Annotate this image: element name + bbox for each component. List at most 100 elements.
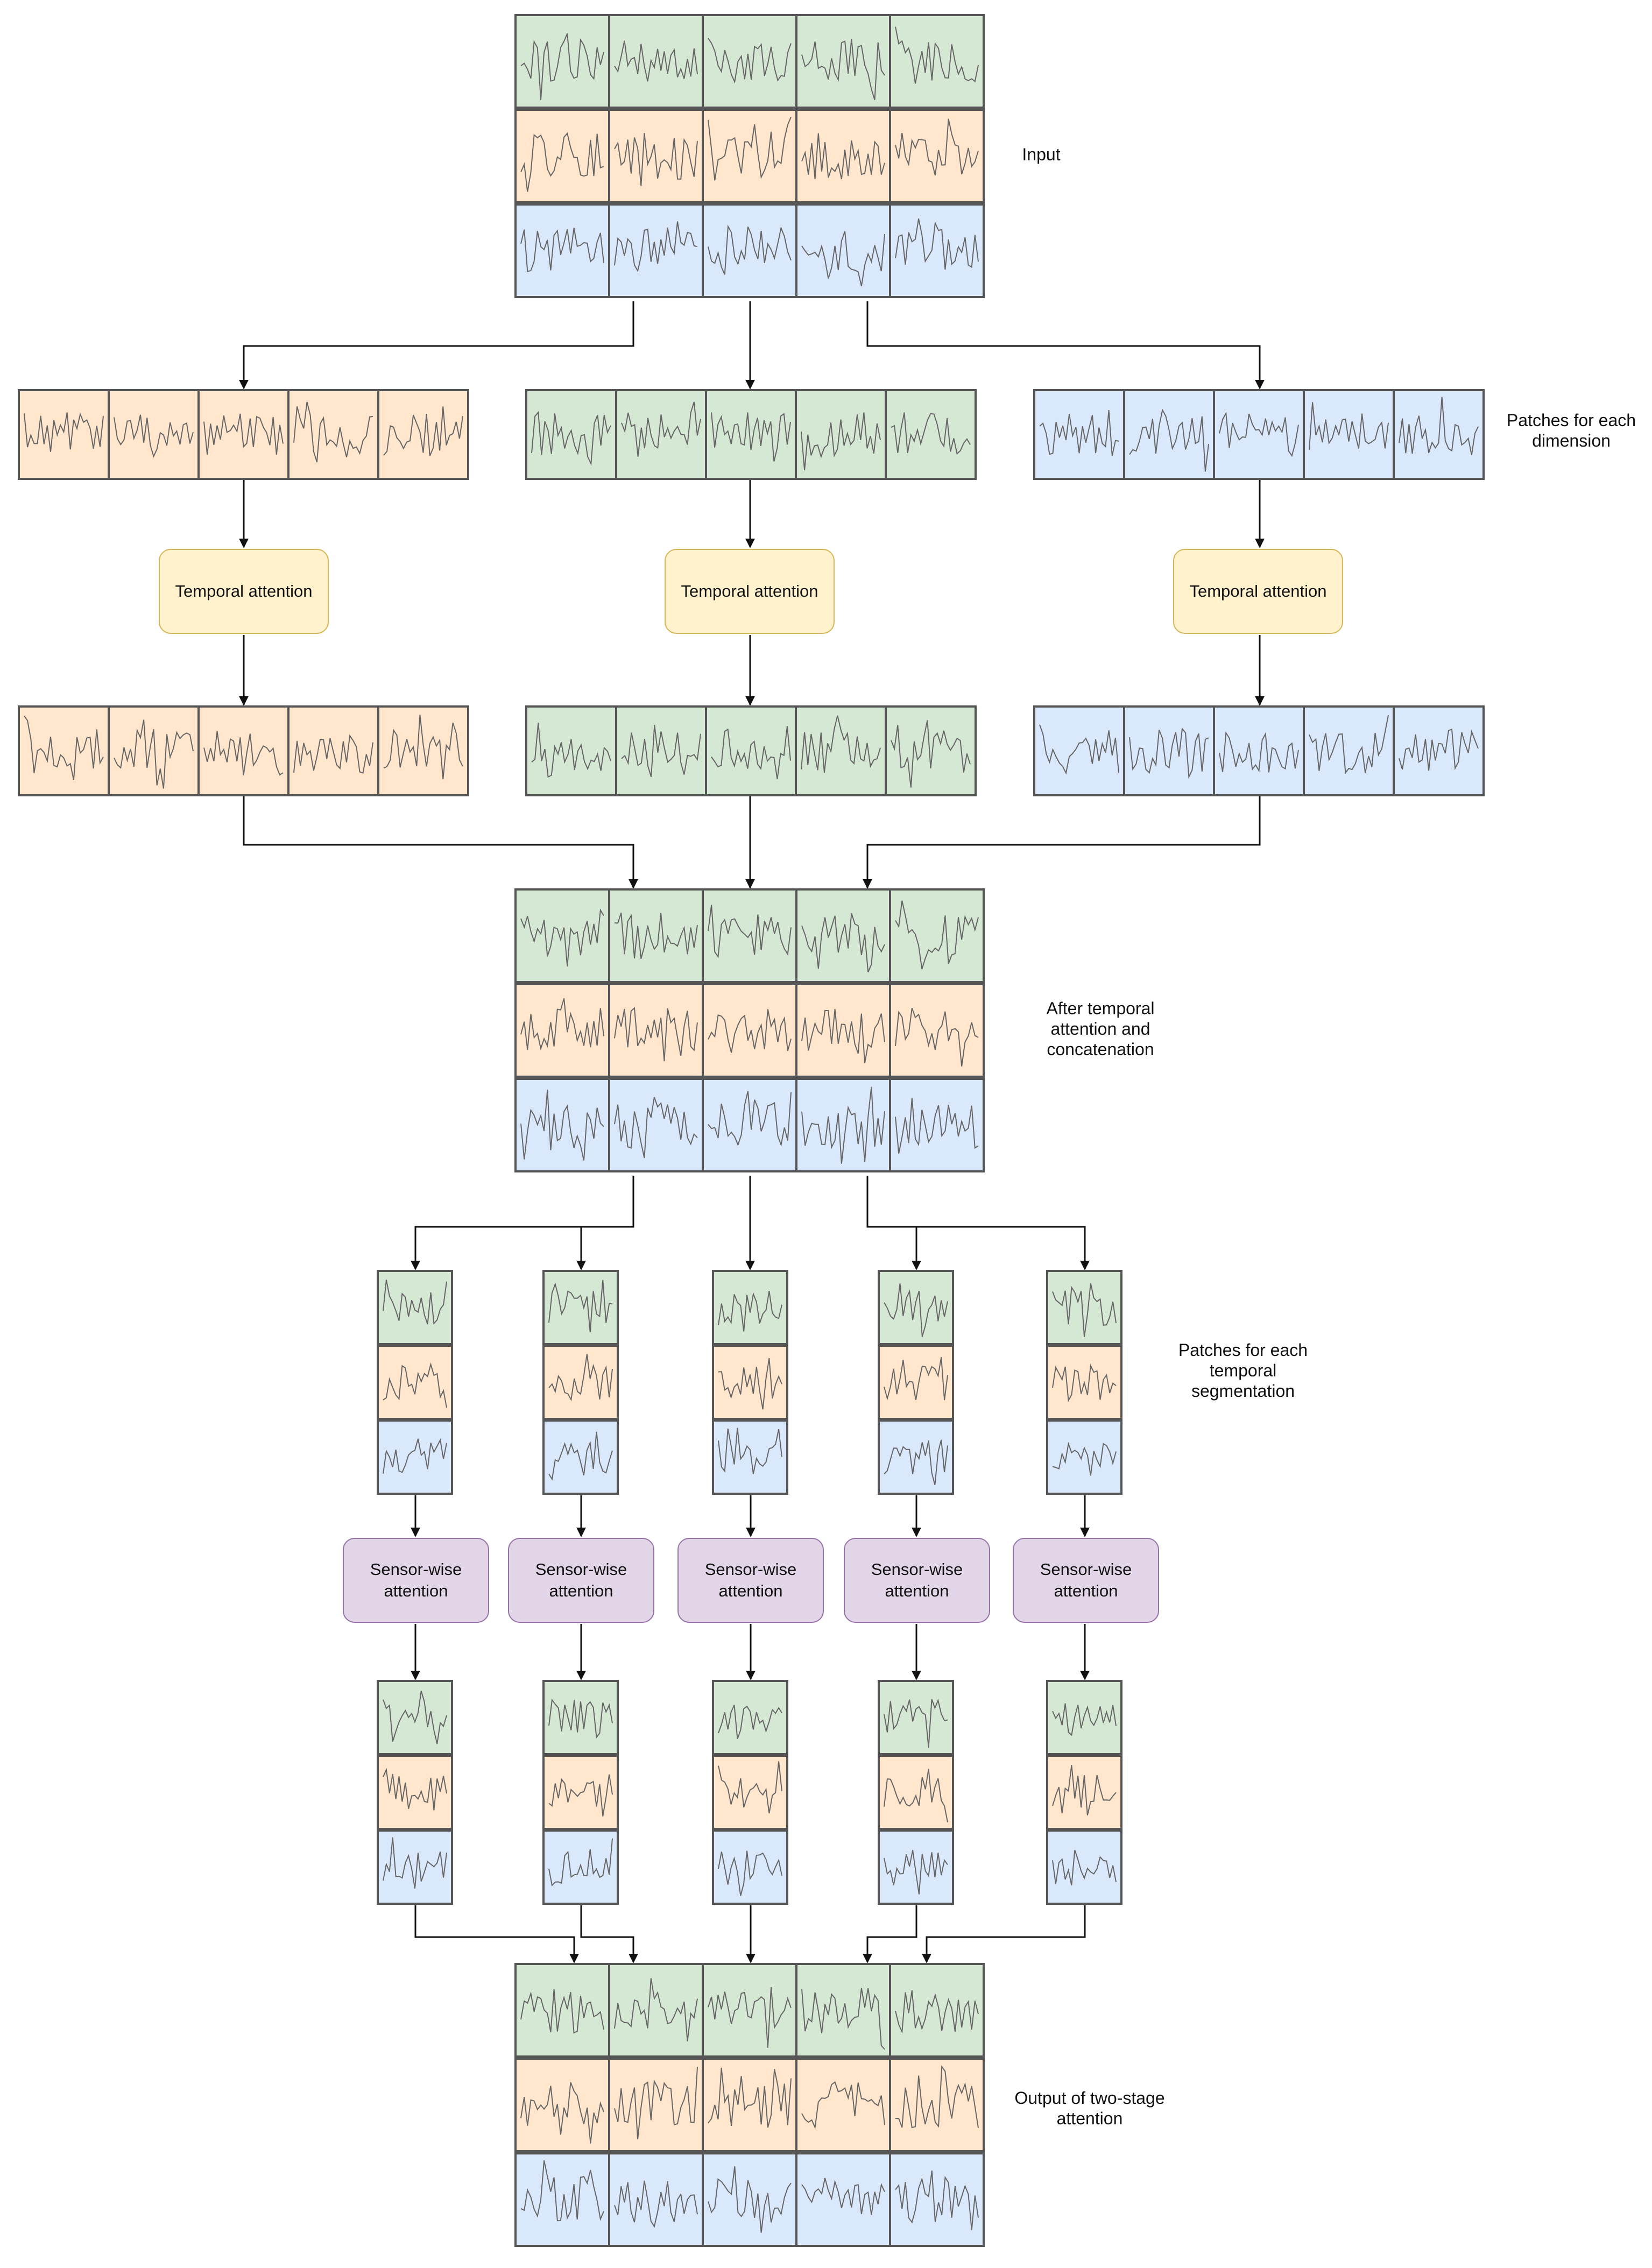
concat-patch — [514, 888, 610, 983]
temporal-attention-box: Temporal attention — [665, 549, 835, 634]
concat-patch — [608, 983, 704, 1078]
signal-patches — [18, 14, 1485, 2247]
segment-output-patch — [1046, 1755, 1122, 1830]
temporal-output-patch — [108, 705, 200, 796]
input-patch — [889, 109, 985, 203]
segment-output-patch — [542, 1680, 619, 1755]
arrow — [576, 1226, 633, 1270]
dimension-patch — [795, 389, 887, 480]
output-patch — [795, 2058, 891, 2152]
input-patch — [795, 109, 891, 203]
segment-patch — [878, 1270, 954, 1345]
segment-patch — [712, 1345, 788, 1420]
concat-patch — [608, 888, 704, 983]
concat-patch — [795, 983, 891, 1078]
input-patch — [514, 14, 610, 109]
segment-output-patch — [712, 1755, 788, 1830]
temporal-output-patch — [377, 705, 469, 796]
arrow — [866, 301, 1265, 390]
temporal-output-patch — [885, 705, 977, 796]
arrow — [863, 1905, 917, 1963]
input-patch — [702, 203, 797, 298]
segment-output-patch — [1046, 1829, 1122, 1905]
segment-output-patch — [712, 1829, 788, 1905]
segment-patch — [542, 1419, 619, 1495]
dimension-patch — [1213, 389, 1305, 480]
segment-patch — [712, 1270, 788, 1345]
segment-patch — [1046, 1345, 1122, 1420]
output-patch — [702, 1963, 797, 2058]
concat-patch — [889, 1078, 985, 1172]
output-patch — [514, 1963, 610, 2058]
segment-output-patch — [878, 1755, 954, 1830]
temporal-output-patch — [1213, 705, 1305, 796]
temporal-output-patch — [18, 705, 110, 796]
connector-arrows — [239, 301, 1265, 1963]
concat-patch — [889, 983, 985, 1078]
arrow — [411, 1176, 634, 1270]
arrow — [922, 1905, 1086, 1963]
output-patch — [702, 2152, 797, 2247]
arrow — [414, 1905, 579, 1963]
output-patch — [514, 2058, 610, 2152]
output-patch — [795, 1963, 891, 2058]
input-patch — [608, 203, 704, 298]
input-patch — [514, 109, 610, 203]
temporal-output-patch — [615, 705, 707, 796]
arrow — [866, 1176, 921, 1270]
sensor-wise-attention-box: Sensor-wise attention — [677, 1538, 824, 1623]
output-patch — [608, 2058, 704, 2152]
patches-dimension-label: Patches for each dimension — [1506, 411, 1636, 450]
dimension-patch — [705, 389, 797, 480]
concat-patch — [514, 1078, 610, 1172]
segment-patch — [1046, 1419, 1122, 1495]
concat-patch — [514, 983, 610, 1078]
segment-output-patch — [878, 1829, 954, 1905]
temporal-output-patch — [1123, 705, 1215, 796]
dimension-patch — [1123, 389, 1215, 480]
temporal-attention-box: Temporal attention — [159, 549, 329, 634]
dimension-patch — [1303, 389, 1395, 480]
dimension-patch — [1393, 389, 1485, 480]
segment-patch — [542, 1270, 619, 1345]
input-patch — [889, 14, 985, 109]
segment-output-patch — [542, 1755, 619, 1830]
temporal-attention-box: Temporal attention — [1173, 549, 1343, 634]
output-patch — [795, 2152, 891, 2247]
segment-patch — [878, 1419, 954, 1495]
dimension-patch — [18, 389, 110, 480]
dimension-patch — [108, 389, 200, 480]
input-patch — [608, 14, 704, 109]
dimension-patch — [377, 389, 469, 480]
input-patch — [702, 14, 797, 109]
segment-output-patch — [542, 1829, 619, 1905]
arrow — [239, 301, 634, 390]
temporal-output-patch — [287, 705, 379, 796]
dimension-patch — [197, 389, 290, 480]
segment-patch — [712, 1419, 788, 1495]
input-label: Input — [1022, 145, 1061, 164]
sensor-wise-attention-box: Sensor-wise attention — [508, 1538, 654, 1623]
output-patch — [889, 2152, 985, 2247]
output-label: Output of two-stage attention — [1014, 2088, 1165, 2128]
temporal-output-patch — [795, 705, 887, 796]
segment-output-patch — [712, 1680, 788, 1755]
sensor-wise-attention-box: Sensor-wise attention — [1013, 1538, 1159, 1623]
input-patch — [514, 203, 610, 298]
segment-patch — [377, 1345, 453, 1420]
segment-output-patch — [377, 1829, 453, 1905]
temporal-output-patch — [1393, 705, 1485, 796]
arrow — [863, 796, 1261, 889]
concat-patch — [889, 888, 985, 983]
output-patch — [889, 1963, 985, 2058]
temporal-output-patch — [1303, 705, 1395, 796]
output-patch — [608, 1963, 704, 2058]
concat-patch — [702, 1078, 797, 1172]
sensor-wise-attention-box: Sensor-wise attention — [844, 1538, 990, 1623]
segment-patch — [377, 1419, 453, 1495]
input-patch — [702, 109, 797, 203]
temporal-output-patch — [705, 705, 797, 796]
input-patch — [795, 14, 891, 109]
concat-patch — [795, 888, 891, 983]
sensor-wise-attention-box: Sensor-wise attention — [343, 1538, 489, 1623]
